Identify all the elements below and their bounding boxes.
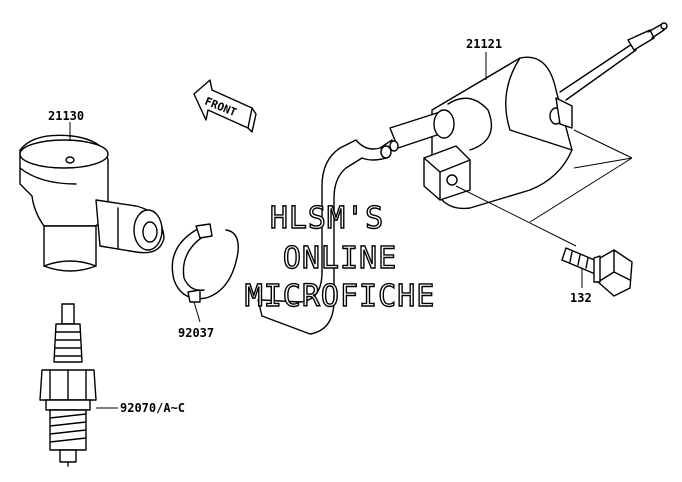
clamp[interactable] [171, 223, 239, 323]
spark-plug[interactable] [39, 303, 118, 467]
watermark-line-2: ONLINE [283, 241, 397, 276]
watermark-line-3: MICROFICHE [245, 279, 436, 314]
label-spark-plug[interactable]: 92070/A~C [120, 401, 185, 415]
high-tension-lead [257, 139, 399, 335]
label-ignition-coil[interactable]: 21121 [466, 37, 502, 51]
part-labels: 21121 21130 92037 132 92070/A~C [48, 37, 592, 415]
plug-cap[interactable] [19, 134, 165, 272]
bolt[interactable] [455, 185, 633, 297]
label-clamp[interactable]: 92037 [178, 326, 214, 340]
label-bolt[interactable]: 132 [570, 291, 592, 305]
front-direction-arrow: FRONT [193, 79, 257, 133]
label-plug-cap[interactable]: 21130 [48, 109, 84, 123]
watermark-line-1: HLSM'S [270, 201, 384, 236]
ignition-coil[interactable] [389, 22, 668, 223]
watermark: HLSM'S ONLINE MICROFICHE [244, 200, 436, 314]
